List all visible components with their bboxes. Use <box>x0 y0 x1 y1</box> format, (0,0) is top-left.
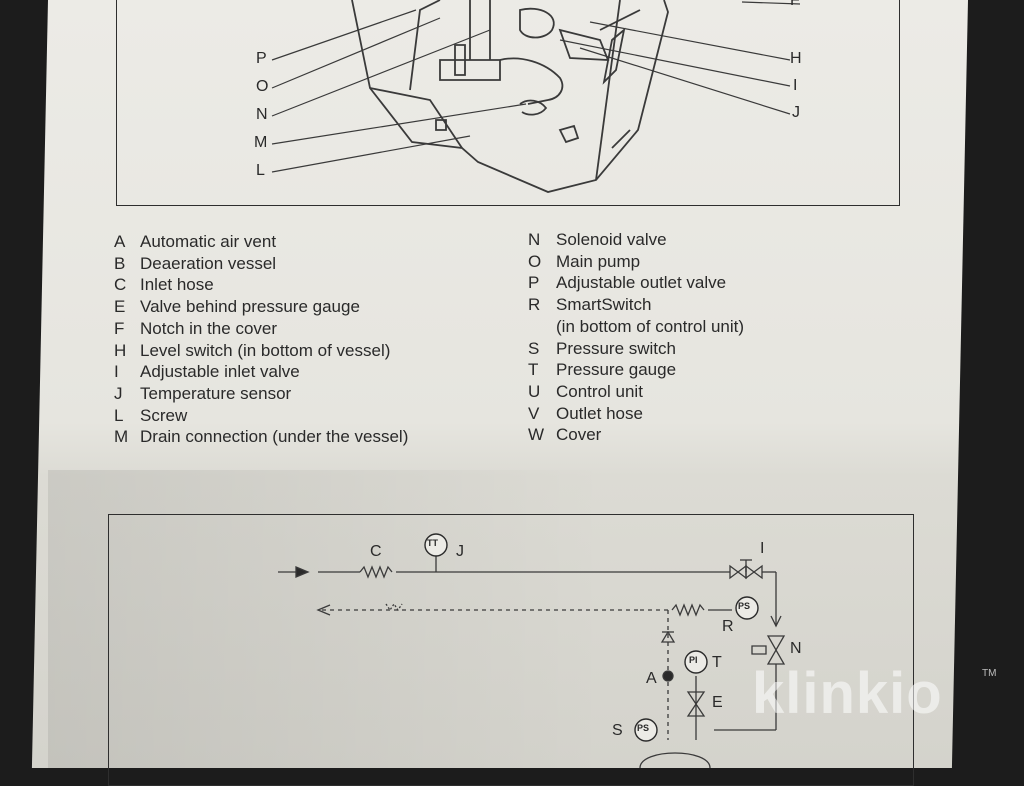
legend-item: N Solenoid valve <box>528 229 744 251</box>
legend-text: Pressure switch <box>556 338 676 358</box>
schematic-label-a: A <box>646 670 657 687</box>
callout-p: P <box>256 50 267 67</box>
legend-item: I Adjustable inlet valve <box>114 361 408 383</box>
legend-code: C <box>114 275 127 295</box>
legend-code: R <box>528 295 541 315</box>
legend-item: P Adjustable outlet valve <box>528 272 744 294</box>
legend-text: Notch in the cover <box>140 318 278 338</box>
legend-item: F Notch in the cover <box>114 318 408 340</box>
legend-text: Control unit <box>556 381 643 401</box>
legend-code: U <box>528 381 541 401</box>
legend-code: I <box>114 362 119 382</box>
schematic-label-s: S <box>612 722 623 739</box>
legend-item: R SmartSwitch <box>528 294 744 316</box>
legend-item: U Control unit <box>528 381 744 403</box>
unit-drawing <box>271 0 801 193</box>
legend-item: A Automatic air vent <box>114 231 408 253</box>
legend-code: S <box>528 338 540 358</box>
legend-text: Valve behind pressure gauge <box>140 297 360 317</box>
schematic-label-r: R <box>722 618 734 635</box>
legend-text: Main pump <box>556 251 641 271</box>
legend-text: Adjustable inlet valve <box>140 362 300 382</box>
legend-text: Outlet hose <box>556 403 643 423</box>
callout-l: L <box>256 162 265 179</box>
legend-item: W Cover <box>528 424 744 446</box>
tt-instrument: TT <box>427 538 438 548</box>
pi-instrument: PI <box>689 655 698 665</box>
callout-m: M <box>254 134 268 151</box>
schematic-label-j: J <box>456 543 464 560</box>
legend-text: Temperature sensor <box>140 383 292 403</box>
legend-code: H <box>114 340 127 360</box>
legend-text: Deaeration vessel <box>140 253 277 273</box>
legend-item: S Pressure switch <box>528 338 744 360</box>
watermark-tm: TM <box>982 668 997 679</box>
legend-code: O <box>528 251 542 271</box>
legend-text: Automatic air vent <box>140 232 277 251</box>
legend-item: (in bottom of control unit) <box>528 316 744 338</box>
legend-text: Adjustable outlet valve <box>556 273 727 293</box>
legend-text: Pressure gauge <box>556 360 677 380</box>
legend-left-column: A Automatic air vent B Deaeration vessel C… <box>114 231 408 448</box>
legend-item: B Deaeration vessel <box>114 253 408 275</box>
schematic-label-c: C <box>370 543 382 560</box>
legend-code: J <box>114 383 123 403</box>
legend-code: E <box>114 297 126 317</box>
legend-text: Screw <box>140 405 188 425</box>
callout-i: I <box>793 77 798 94</box>
legend-item: H Level switch (in bottom of vessel) <box>114 340 408 362</box>
ps-instrument-top: PS <box>738 601 751 611</box>
callout-j: J <box>792 104 800 121</box>
legend-text: Solenoid valve <box>556 230 667 249</box>
callout-n: N <box>256 106 268 123</box>
legend-text: Drain connection (under the vessel) <box>140 427 409 447</box>
legend-text: Inlet hose <box>140 275 214 295</box>
schematic-label-t: T <box>712 654 722 671</box>
legend-item: V Outlet hose <box>528 403 744 425</box>
legend-text: Level switch (in bottom of vessel) <box>140 340 391 360</box>
legend-text: Cover <box>556 425 602 445</box>
legend-item: O Main pump <box>528 251 744 273</box>
callout-f: F <box>790 0 800 9</box>
legend-code: V <box>528 403 540 423</box>
schematic-label-e: E <box>712 694 723 711</box>
legend-code: A <box>114 232 126 251</box>
watermark-logo: klinkio <box>752 661 943 726</box>
legend-code: N <box>528 230 541 249</box>
legend-right-column: N Solenoid valve O Main pump P Adjustable o… <box>528 229 744 446</box>
legend-item: T Pressure gauge <box>528 359 744 381</box>
legend-code: B <box>114 253 126 273</box>
legend-code: T <box>528 360 539 380</box>
legend-text: (in bottom of control unit) <box>556 316 745 336</box>
schematic-label-i: I <box>760 540 765 557</box>
schematic-drawing <box>278 533 786 769</box>
callout-o: O <box>256 78 269 95</box>
schematic-label-n: N <box>790 640 802 657</box>
ps-instrument-bottom: PS <box>637 723 650 733</box>
unit-drawing-frame <box>116 0 900 206</box>
legend-code: L <box>114 405 124 425</box>
callout-h: H <box>790 50 802 67</box>
legend-item: L Screw <box>114 405 408 427</box>
legend-code: P <box>528 273 540 293</box>
legend-code: M <box>114 427 129 447</box>
legend-text: SmartSwitch <box>556 295 652 315</box>
legend-item: C Inlet hose <box>114 274 408 296</box>
legend-item: J Temperature sensor <box>114 383 408 405</box>
legend-code: F <box>114 318 125 338</box>
legend-item: E Valve behind pressure gauge <box>114 296 408 318</box>
legend-code: W <box>528 425 545 445</box>
legend-item: M Drain connection (under the vessel) <box>114 426 408 448</box>
